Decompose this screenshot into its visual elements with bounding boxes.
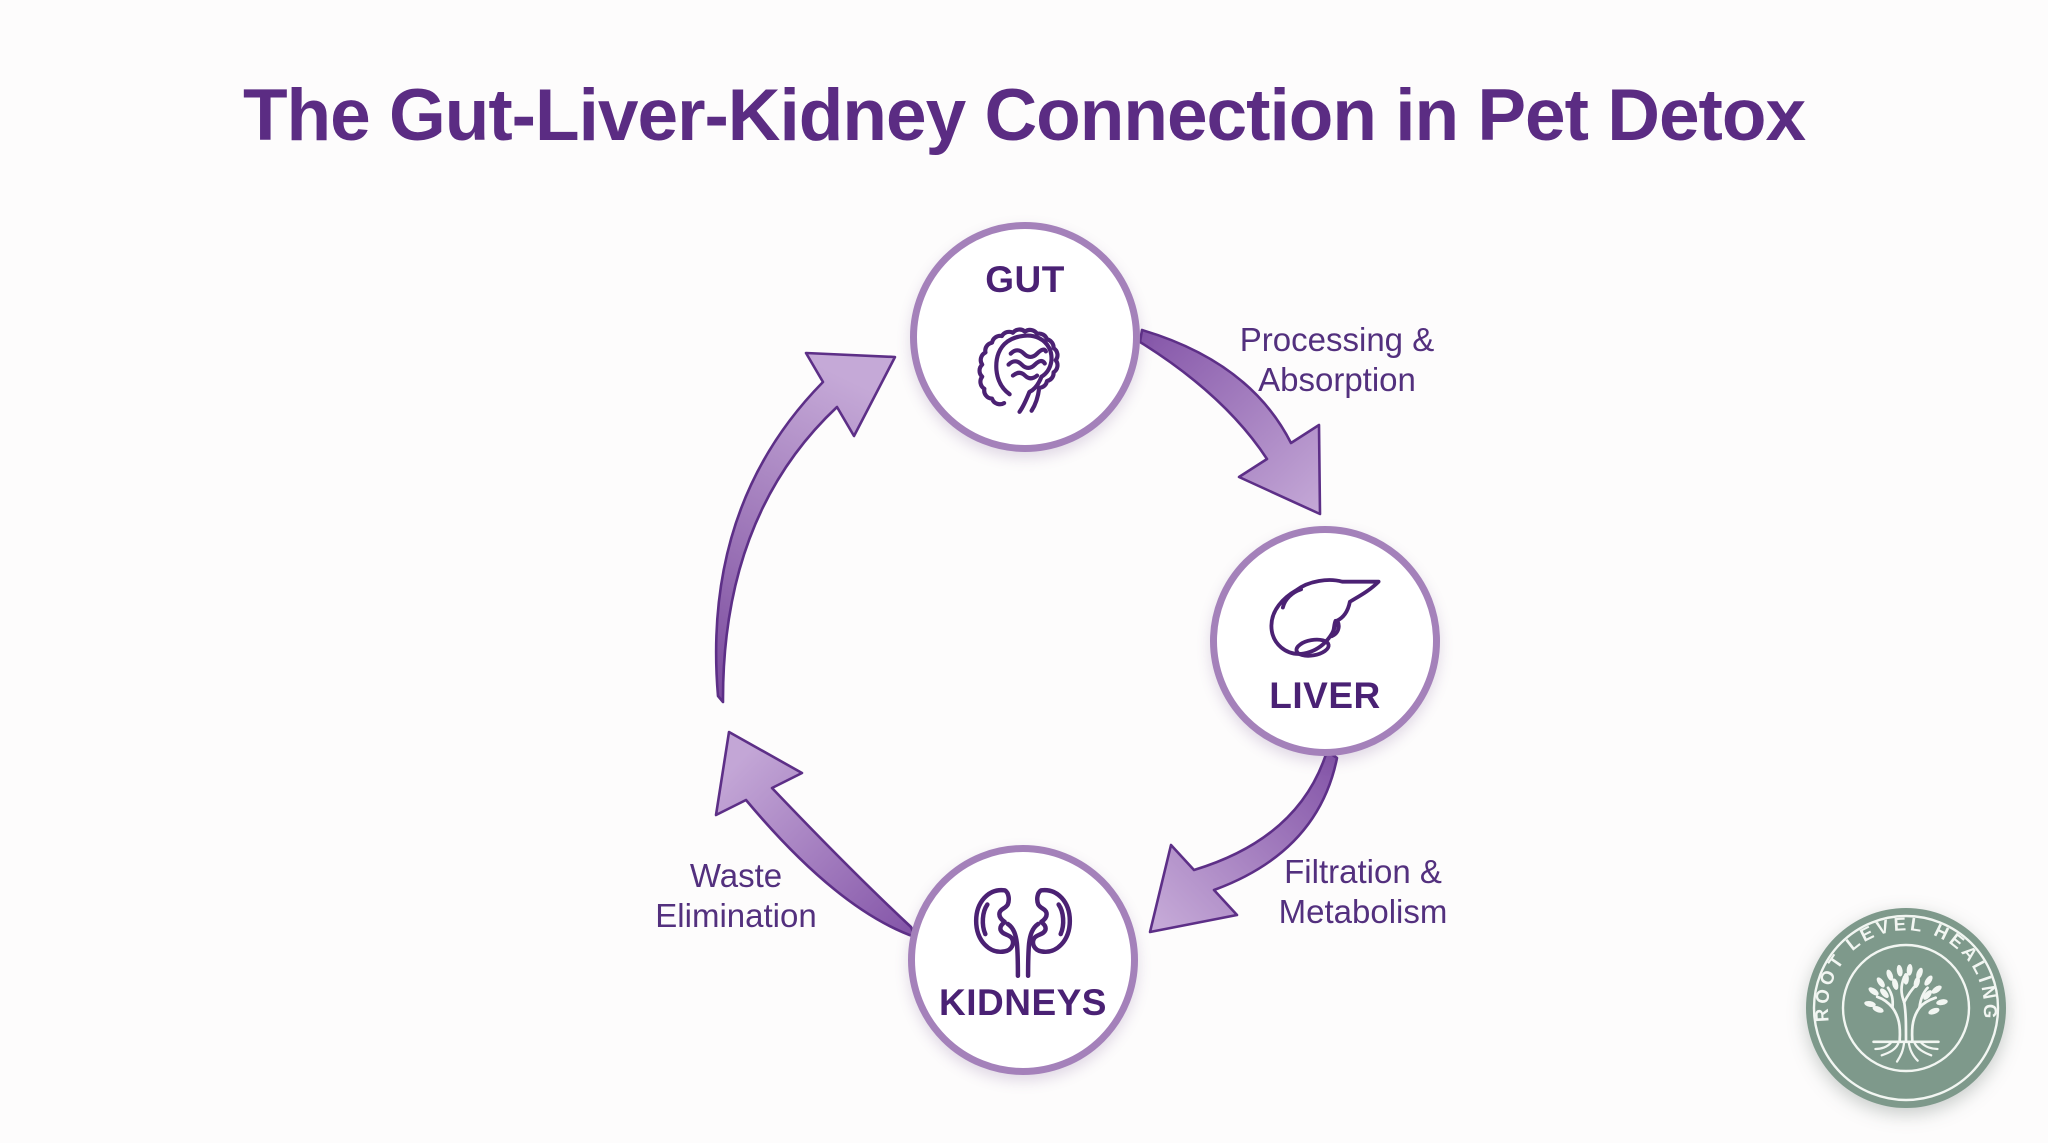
liver-icon [1269,578,1381,658]
connection-label-filtration-metabolism: Filtration & Metabolism [1278,853,1448,931]
node-kidneys: KIDNEYS [908,845,1138,1075]
gut-label: GUT [985,259,1065,300]
tree-with-roots-icon [1864,963,1948,1063]
intestines-icon [977,327,1060,414]
connection-label-waste-elimination: Waste Elimination [655,857,817,935]
logo-outer-ring [1812,914,2000,1102]
kidneys-icon [973,888,1073,979]
arrow-left-to-gut [714,351,897,704]
node-liver: LIVER [1210,526,1440,756]
logo-badge: ROOT LEVEL HEALING [1806,908,2006,1108]
page-title: The Gut-Liver-Kidney Connection in Pet D… [242,75,1806,156]
connection-label-processing-absorption: Processing & Absorption [1239,321,1435,399]
logo-inner-ring [1841,943,1971,1073]
kidneys-label: KIDNEYS [939,982,1107,1023]
liver-label: LIVER [1269,675,1381,716]
node-gut: GUT [910,222,1140,452]
